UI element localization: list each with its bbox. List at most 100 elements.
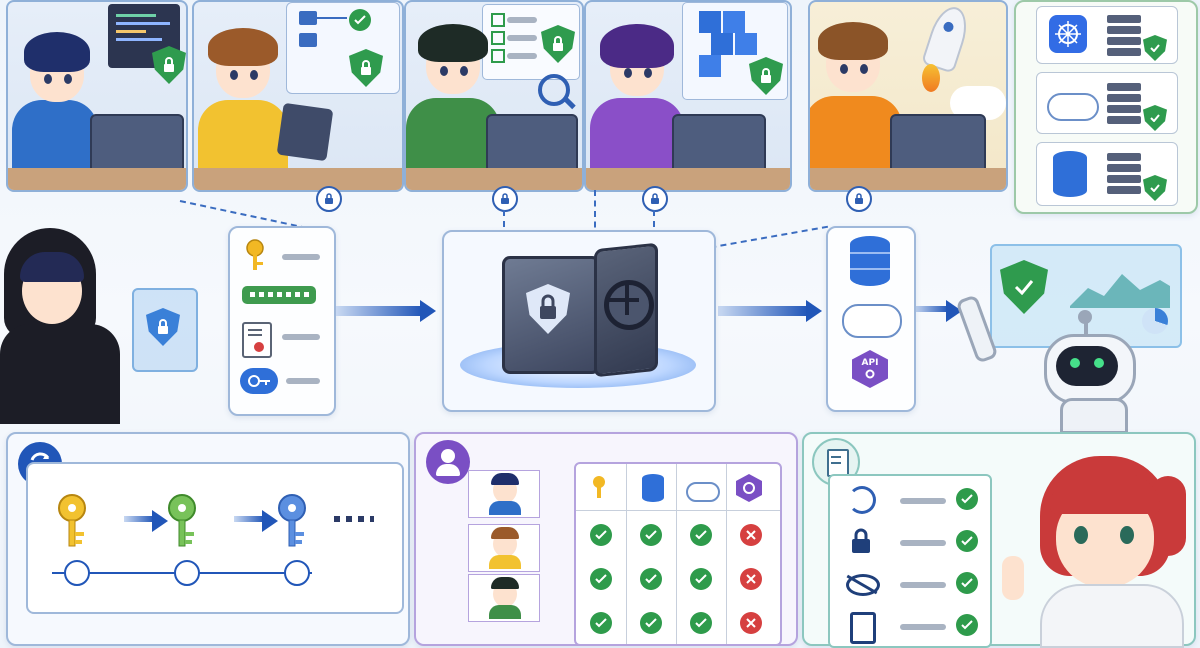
developer-orange-hoodie [810,16,904,176]
cloud-key-icon [240,368,278,394]
permission-allowed-icon [690,612,712,634]
magnifier-icon [538,74,570,106]
permission-allowed-icon [590,524,612,546]
laptop [78,114,186,182]
check-icon [956,572,978,594]
cubes-illustration [682,2,788,100]
targets-panel: API [826,226,916,412]
vault-panel [442,230,716,412]
connector-line [503,210,505,238]
password-field-icon [242,286,316,304]
laptop [660,114,778,182]
user-row-avatar [468,470,540,518]
permission-allowed-icon [590,568,612,590]
rotation-arrow [234,510,278,532]
eye-hidden-icon [846,574,880,596]
database-icon [850,236,890,286]
cloud-icon [842,304,902,338]
holographic-lock-screen [132,288,198,372]
scene-developer-4 [584,0,792,192]
key-icon [158,492,206,554]
infrastructure-panel [1014,0,1198,214]
kubernetes-icon [1049,15,1087,53]
api-label: API [861,358,879,368]
code-monitor [108,4,180,68]
clock-icon [284,560,310,586]
certificate-icon [242,322,272,358]
infra-row-cloud [1036,72,1178,134]
developer-purple-hoodie [590,18,686,176]
rotation-arrow [124,510,168,532]
key-icon [588,474,610,504]
vault-dial [604,280,654,330]
permission-allowed-icon [640,524,662,546]
rocket-icon [920,2,974,74]
shield-icon [541,25,575,63]
arrow-into-vault [336,300,436,322]
database-icon [642,474,664,502]
database-icon [1053,151,1087,197]
developer-yellow-hoodie [198,20,290,176]
permission-allowed-icon [690,524,712,546]
arrow-to-robot [914,300,962,322]
clipboard-icon [850,612,876,644]
server-icon [1107,83,1141,124]
scene-developer-5 [808,0,1008,192]
server-icon [1107,15,1141,56]
cloud-icon [1047,93,1099,121]
scene-developer-3 [404,0,584,192]
check-icon [956,614,978,636]
lock-icon [850,528,872,558]
laptop [474,114,582,182]
key-rotate-icon [848,486,876,514]
shield-icon [1143,175,1167,201]
lock-icon [492,186,518,212]
audit-checklist [828,474,992,648]
shield-icon [349,49,383,87]
audit-panel [802,432,1196,648]
key-icon [268,492,316,554]
infra-row-database [1036,142,1178,206]
permission-allowed-icon [690,568,712,590]
key-icon [48,492,96,554]
clock-icon [174,560,200,586]
access-control-panel [414,432,798,646]
hooded-attacker [0,228,140,424]
clock-icon [64,560,90,586]
user-row-avatar [468,524,540,572]
checklist-card [482,4,580,80]
auditor-character [1002,456,1190,648]
rocket-flame [922,64,940,92]
connector-line [594,190,596,238]
developer-blue-hoodie [12,26,102,176]
shield-icon [146,308,180,346]
cloud-icon [686,482,720,502]
pie-chart-icon [1142,308,1168,334]
scene-developer-1 [6,0,188,192]
permission-denied-icon [740,524,762,546]
vault-icon [502,242,658,378]
permission-allowed-icon [640,612,662,634]
lock-icon [316,186,342,212]
scene-developer-2 [192,0,404,192]
trend-chart [1070,274,1170,308]
connector-line [653,210,655,238]
key-icon [240,238,270,276]
shield-icon [1143,105,1167,131]
key-rotation-panel [6,432,410,646]
permission-allowed-icon [590,612,612,634]
developer-green-hoodie [406,18,502,176]
permissions-matrix [574,462,782,646]
permission-allowed-icon [640,568,662,590]
api-gear-icon: API [852,350,888,388]
workflow-diagram [286,2,400,94]
shield-icon [749,57,783,95]
robot-icon [955,294,1150,434]
tablet [276,102,334,162]
user-icon [426,440,470,484]
gear-icon [736,474,762,502]
secrets-types-panel [228,226,336,416]
rotation-timeline [26,462,404,614]
laptop [878,114,998,182]
infra-row-kubernetes [1036,6,1178,64]
